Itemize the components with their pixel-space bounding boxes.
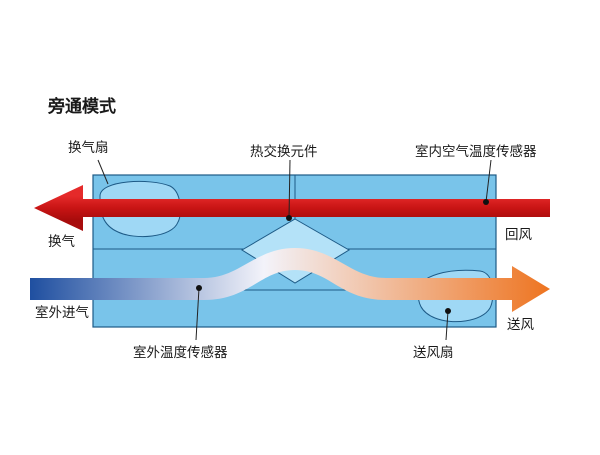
label-supply-fan: 送风扇: [413, 345, 454, 361]
indoor-temp-sensor-dot: [483, 199, 489, 205]
label-outdoor-intake: 室外进气: [35, 305, 89, 321]
diagram-title: 旁通模式: [48, 97, 116, 117]
supply-airflow-arrow: [30, 248, 550, 312]
leader-exhaust-fan: [97, 159, 109, 185]
exhaust-airflow-arrow: [34, 185, 550, 231]
label-supply-air: 送风: [507, 317, 534, 333]
leader-supply-fan: [445, 310, 449, 341]
label-indoor-temp-sensor: 室内空气温度传感器: [415, 144, 537, 160]
label-exhaust-fan: 换气扇: [68, 140, 109, 156]
heat-exchanger-point: [286, 215, 292, 221]
leader-outdoor-sensor: [195, 287, 200, 341]
label-heat-exchanger: 热交换元件: [250, 144, 318, 160]
leader-heat-exchanger: [288, 159, 291, 219]
label-outdoor-temp-sensor: 室外温度传感器: [133, 345, 228, 361]
outdoor-temp-sensor-dot: [196, 285, 202, 291]
leader-indoor-sensor: [485, 159, 492, 203]
label-return-air: 回风: [505, 227, 532, 243]
label-exhaust: 换气: [48, 234, 75, 250]
supply-fan-point: [445, 308, 451, 314]
